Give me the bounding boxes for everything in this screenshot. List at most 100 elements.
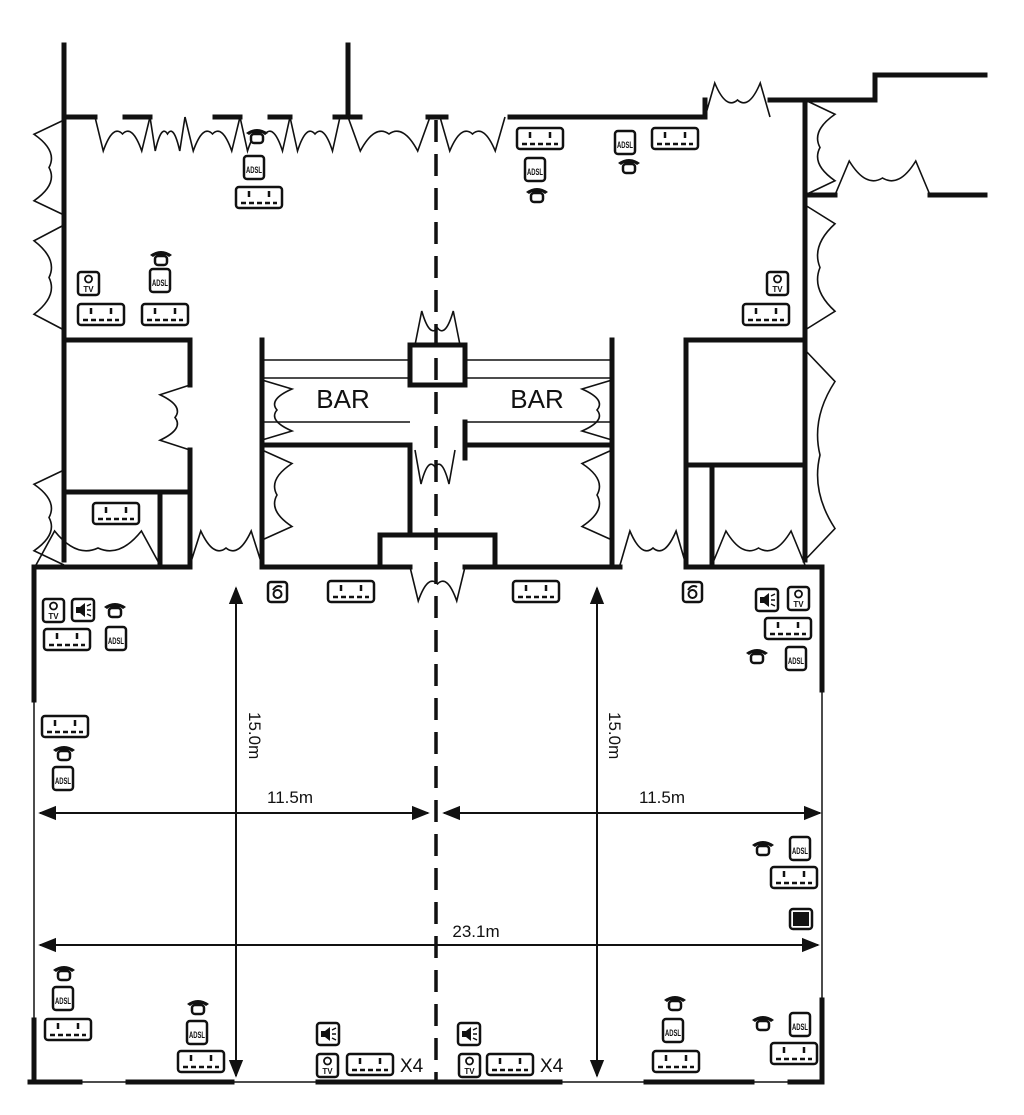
dimension-width-right-label: 11.5m: [639, 788, 685, 807]
door: [347, 116, 431, 153]
tv-aerial-icon: TV: [457, 1052, 482, 1079]
double-socket-icon: [91, 501, 141, 526]
adsl-icon: ADSL: [788, 835, 812, 862]
multiplier-left-label: X4: [400, 1056, 424, 1077]
double-socket-icon: [763, 616, 813, 641]
telephone-icon: [104, 603, 126, 619]
speaker-icon: [70, 597, 96, 623]
double-socket-icon: [769, 1041, 819, 1066]
telephone-icon: [746, 649, 768, 665]
door: [35, 529, 161, 566]
adsl-icon: ADSL: [661, 1017, 685, 1044]
multiplier-right-label: X4: [540, 1056, 564, 1077]
svg-text:TV: TV: [772, 285, 783, 294]
dimension-width-total-label: 23.1m: [452, 922, 499, 941]
camera-icon: [266, 580, 289, 604]
svg-text:TV: TV: [322, 1067, 333, 1076]
tv-aerial-icon: TV: [786, 585, 811, 612]
adsl-icon: ADSL: [784, 645, 808, 672]
screen-icon: [788, 907, 814, 931]
dimension-height-right-label: 15.0m: [605, 712, 624, 759]
svg-text:ADSL: ADSL: [189, 1030, 205, 1040]
adsl-icon: ADSL: [523, 156, 547, 183]
tv-aerial-icon: TV: [315, 1052, 340, 1079]
wall-right-rooms: [683, 337, 808, 568]
door: [289, 116, 341, 155]
door: [439, 116, 506, 154]
double-socket-icon: [176, 1049, 226, 1074]
double-socket-icon: [741, 302, 791, 327]
hall-outline: [30, 567, 823, 1083]
door: [261, 449, 294, 541]
telephone-icon: [752, 841, 774, 857]
double-socket-icon: [651, 1049, 701, 1074]
adsl-icon: ADSL: [788, 1011, 812, 1038]
double-socket-icon: [42, 627, 92, 652]
door: [619, 528, 687, 566]
double-socket-icon: [43, 1017, 93, 1042]
door: [184, 116, 241, 154]
adsl-icon: ADSL: [51, 765, 75, 792]
door: [189, 528, 263, 566]
tv-aerial-icon: TV: [765, 270, 790, 297]
adsl-icon: ADSL: [613, 129, 637, 156]
telephone-icon: [246, 129, 268, 145]
bar-left-label: BAR: [316, 384, 369, 414]
door: [704, 80, 771, 118]
telephone-icon: [752, 1016, 774, 1032]
svg-text:ADSL: ADSL: [152, 278, 168, 288]
svg-text:ADSL: ADSL: [792, 1022, 808, 1032]
double-socket-icon: [76, 302, 126, 327]
door: [834, 159, 931, 196]
svg-text:ADSL: ADSL: [55, 776, 71, 786]
adsl-icon: ADSL: [148, 267, 172, 294]
tv-aerial-icon: TV: [76, 270, 101, 297]
door: [149, 116, 186, 152]
wall-top-left: [61, 42, 98, 120]
svg-text:ADSL: ADSL: [792, 846, 808, 856]
door: [157, 384, 191, 451]
door: [580, 449, 613, 541]
adsl-icon: ADSL: [51, 985, 75, 1012]
door: [711, 529, 806, 566]
svg-text:TV: TV: [48, 612, 59, 621]
double-socket-icon: [234, 185, 284, 210]
svg-text:ADSL: ADSL: [246, 165, 262, 175]
svg-text:TV: TV: [793, 600, 804, 609]
adsl-icon: ADSL: [185, 1019, 209, 1046]
tv-aerial-icon: TV: [41, 597, 66, 624]
double-socket-icon: [140, 302, 190, 327]
svg-text:TV: TV: [83, 285, 94, 294]
telephone-icon: [187, 1000, 209, 1016]
door: [32, 469, 65, 566]
dimension-width-left-label: 11.5m: [267, 788, 313, 807]
wall-bar-store: [407, 342, 468, 388]
door: [804, 99, 837, 196]
double-socket-icon: [511, 579, 561, 604]
adsl-icon: ADSL: [242, 154, 266, 181]
bar-right-label: BAR: [510, 384, 563, 414]
walls: [27, 42, 988, 1085]
wall-bar-back: [259, 419, 615, 538]
fixtures: ADSL ADSL ADSL TV ADSL TV TV ADSL ADSL TV ADSL ADSL…: [40, 126, 819, 1079]
door: [32, 224, 65, 331]
svg-text:ADSL: ADSL: [55, 996, 71, 1006]
svg-text:ADSL: ADSL: [665, 1028, 681, 1038]
telephone-icon: [53, 746, 75, 762]
telephone-icon: [664, 996, 686, 1012]
door: [261, 379, 295, 441]
wall-top-right: [767, 72, 988, 103]
svg-text:ADSL: ADSL: [108, 636, 124, 646]
wall-left-rooms: [61, 337, 193, 568]
double-socket-icon: [40, 714, 90, 739]
double-socket-icon: [650, 126, 700, 151]
double-socket-icon: [345, 1052, 395, 1077]
telephone-icon: [618, 159, 640, 175]
double-socket-icon: [769, 865, 819, 890]
speaker-icon: [754, 587, 780, 613]
door: [804, 204, 837, 331]
double-socket-icon: [326, 579, 376, 604]
door: [32, 119, 65, 216]
speaker-icon: [315, 1021, 341, 1047]
